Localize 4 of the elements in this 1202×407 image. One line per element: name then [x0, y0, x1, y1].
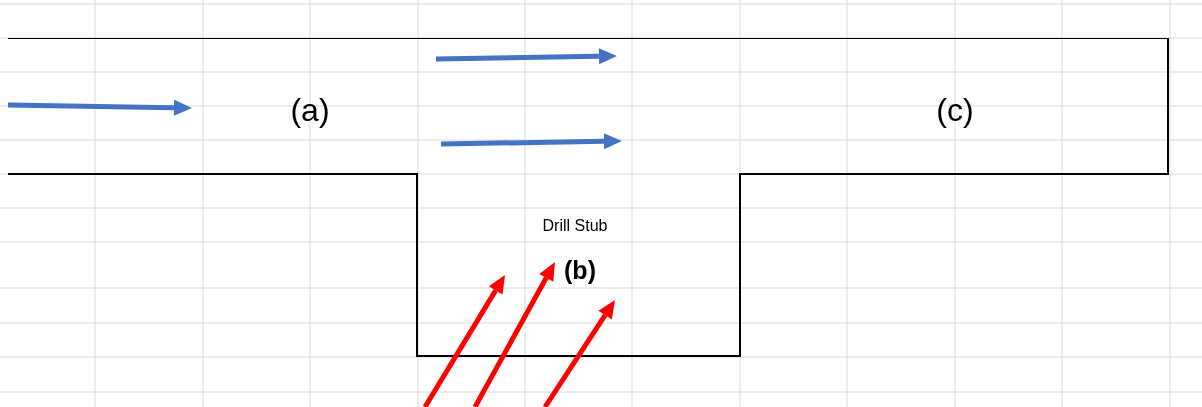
- stub-label: Drill Stub: [542, 218, 608, 234]
- region-label: (a): [290, 94, 330, 126]
- region-label: (c): [936, 94, 974, 126]
- region-label: (b): [564, 257, 596, 283]
